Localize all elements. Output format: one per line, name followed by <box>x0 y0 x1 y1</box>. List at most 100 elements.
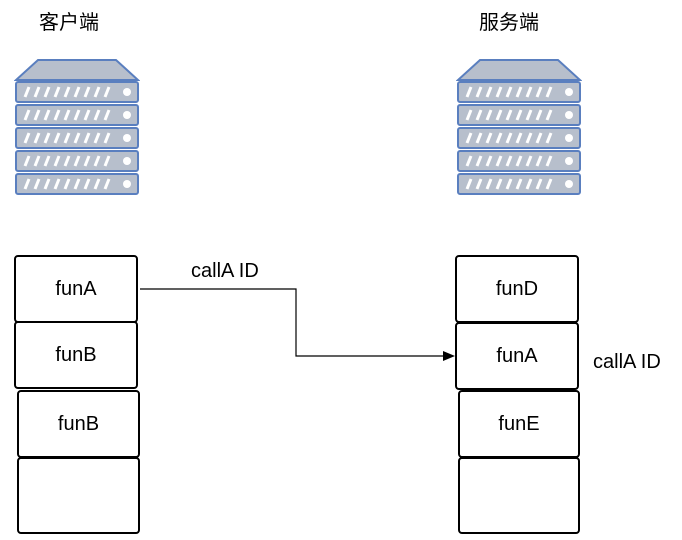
rack-led <box>123 88 131 96</box>
rack-vent-stripe <box>465 86 473 98</box>
rack-vent-stripe <box>515 132 523 144</box>
rack-vent-stripe <box>485 86 493 98</box>
rack-vent-stripe <box>515 178 523 190</box>
rack-vent-stripe <box>53 109 61 121</box>
rack-vent-stripe <box>475 109 483 121</box>
rack-vent-stripe <box>545 86 553 98</box>
rack-vent-stripe <box>465 109 473 121</box>
rack-led <box>123 111 131 119</box>
rack-vent-stripe <box>515 155 523 167</box>
rack-vent-stripe <box>43 178 51 190</box>
rack-vent-stripe <box>33 109 41 121</box>
rack-vent-stripe <box>73 178 81 190</box>
rack-vent-stripe <box>525 132 533 144</box>
rack-vent-stripe <box>475 132 483 144</box>
rack-vent-stripe <box>485 155 493 167</box>
rack-vent-stripe <box>505 109 513 121</box>
rack-vent-stripe <box>495 86 503 98</box>
rack-vent-stripe <box>23 109 31 121</box>
rack-vent-stripe <box>33 86 41 98</box>
rack-vent-stripe <box>525 109 533 121</box>
rack-vent-stripe <box>23 86 31 98</box>
rack-vent-stripe <box>83 178 91 190</box>
rack-vent-stripe <box>495 155 503 167</box>
request-label: callA ID <box>191 260 259 282</box>
client-title: 客户端 <box>39 12 99 34</box>
rack-vent-stripe <box>53 155 61 167</box>
rack-led <box>565 134 573 142</box>
rack-vent-stripe <box>43 132 51 144</box>
rack-led <box>565 180 573 188</box>
rack-vent-stripe <box>43 86 51 98</box>
rack-vent-stripe <box>485 178 493 190</box>
server-stack-item-funD: funD <box>455 255 579 323</box>
rack-vent-stripe <box>23 155 31 167</box>
rack-vent-stripe <box>103 86 111 98</box>
server-side-label: callA ID <box>593 351 661 373</box>
rack-vent-stripe <box>43 109 51 121</box>
rack-vent-stripe <box>33 155 41 167</box>
rack-vent-stripe <box>53 178 61 190</box>
rack-led <box>565 88 573 96</box>
server-title: 服务端 <box>479 12 539 34</box>
rack-vent-stripe <box>103 109 111 121</box>
arrowhead <box>443 351 455 361</box>
rack-vent-stripe <box>515 109 523 121</box>
server-server-icon <box>456 59 582 195</box>
rack-vent-stripe <box>465 155 473 167</box>
rack-vent-stripe <box>465 132 473 144</box>
rack-led <box>123 134 131 142</box>
server-stack-item-funA: funA <box>455 322 579 390</box>
rack-vent-stripe <box>83 132 91 144</box>
rack-led <box>123 180 131 188</box>
server-stack-item-funE: funE <box>458 390 580 458</box>
rack-vent-stripe <box>495 132 503 144</box>
rack-led <box>123 157 131 165</box>
rack-vent-stripe <box>475 86 483 98</box>
rack-vent-stripe <box>545 155 553 167</box>
rack-vent-stripe <box>63 178 71 190</box>
rack-vent-stripe <box>465 178 473 190</box>
rack-led <box>565 111 573 119</box>
rack-vent-stripe <box>83 86 91 98</box>
rack-vent-stripe <box>53 132 61 144</box>
rack-vent-stripe <box>93 132 101 144</box>
rack-vent-stripe <box>535 155 543 167</box>
rack-vent-stripe <box>545 178 553 190</box>
client-stack-item-funB-2: funB <box>17 390 140 458</box>
rack-vent-stripe <box>535 109 543 121</box>
rack-vent-stripe <box>93 155 101 167</box>
rack-vent-stripe <box>485 132 493 144</box>
rack-vent-stripe <box>63 155 71 167</box>
rack-vent-stripe <box>23 132 31 144</box>
rack-vent-stripe <box>525 86 533 98</box>
rack-vent-stripe <box>103 132 111 144</box>
rack-vent-stripe <box>485 109 493 121</box>
rack-vent-stripe <box>23 178 31 190</box>
rack-vent-stripe <box>525 155 533 167</box>
rack-vent-stripe <box>73 155 81 167</box>
rack-vent-stripe <box>43 155 51 167</box>
rack-vent-stripe <box>83 155 91 167</box>
client-stack-item-empty <box>17 457 140 534</box>
rack-vent-stripe <box>103 155 111 167</box>
rack-vent-stripe <box>545 132 553 144</box>
rack-vent-stripe <box>33 178 41 190</box>
rack-vent-stripe <box>475 178 483 190</box>
rack-vent-stripe <box>33 132 41 144</box>
rack-led <box>565 157 573 165</box>
rack-vent-stripe <box>73 132 81 144</box>
rack-vent-stripe <box>535 132 543 144</box>
rack-vent-stripe <box>495 178 503 190</box>
rack-vent-stripe <box>63 86 71 98</box>
rack-vent-stripe <box>495 109 503 121</box>
rack-vent-stripe <box>535 86 543 98</box>
client-server-icon <box>14 59 140 195</box>
rack-vent-stripe <box>93 86 101 98</box>
client-stack-item-funB: funB <box>14 321 138 389</box>
rack-vent-stripe <box>83 109 91 121</box>
rack-vent-stripe <box>63 109 71 121</box>
client-stack-item-funA: funA <box>14 255 138 323</box>
rack-vent-stripe <box>53 86 61 98</box>
rack-vent-stripe <box>73 86 81 98</box>
